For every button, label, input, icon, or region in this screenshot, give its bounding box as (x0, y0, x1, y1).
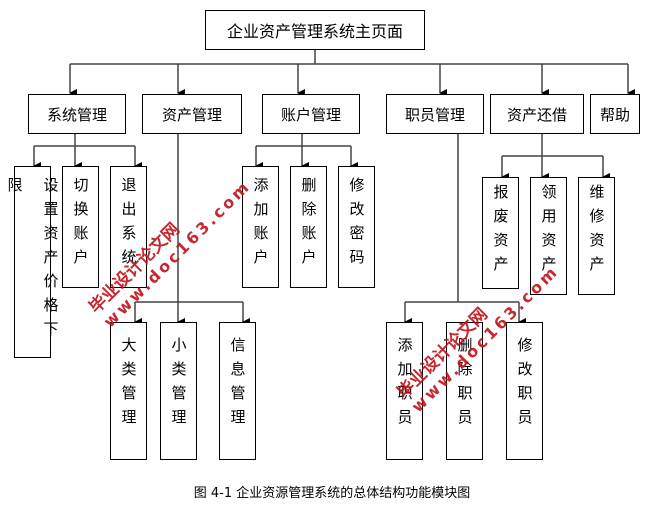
module-help: 帮助 (590, 94, 640, 134)
node-add-account: 添加账户 (242, 166, 279, 288)
module-asset-borrow-return: 资产还借 (490, 94, 584, 134)
node-category-management: 大类管理 (110, 322, 147, 460)
module-asset-management: 资产管理 (142, 94, 242, 134)
node-set-asset-price-lower-limit: 设置资产价格下限 (6, 166, 60, 358)
node-subcategory-management: 小类管理 (160, 322, 197, 460)
figure-caption: 图 4-1 企业资源管理系统的总体结构功能模块图 (193, 486, 471, 501)
node-delete-staff: 删除职员 (446, 322, 483, 460)
node-exit-system: 退出系统 (110, 166, 147, 288)
node-switch-account: 切换账户 (62, 166, 99, 288)
node-change-password: 修改密码 (338, 166, 375, 288)
node-scrap-asset: 报废资产 (482, 177, 519, 289)
node-repair-asset: 维修资产 (578, 177, 615, 295)
root-node: 企业资产管理系统主页面 (205, 10, 425, 50)
node-delete-account: 删除账户 (290, 166, 327, 288)
module-staff-management: 职员管理 (386, 94, 484, 134)
node-info-management: 信息管理 (219, 322, 256, 460)
node-add-staff: 添加职员 (386, 322, 423, 460)
node-modify-staff: 修改职员 (506, 322, 543, 460)
module-system-management: 系统管理 (28, 94, 126, 134)
node-borrow-asset: 领用资产 (530, 177, 567, 295)
module-account-management: 账户管理 (262, 94, 360, 134)
